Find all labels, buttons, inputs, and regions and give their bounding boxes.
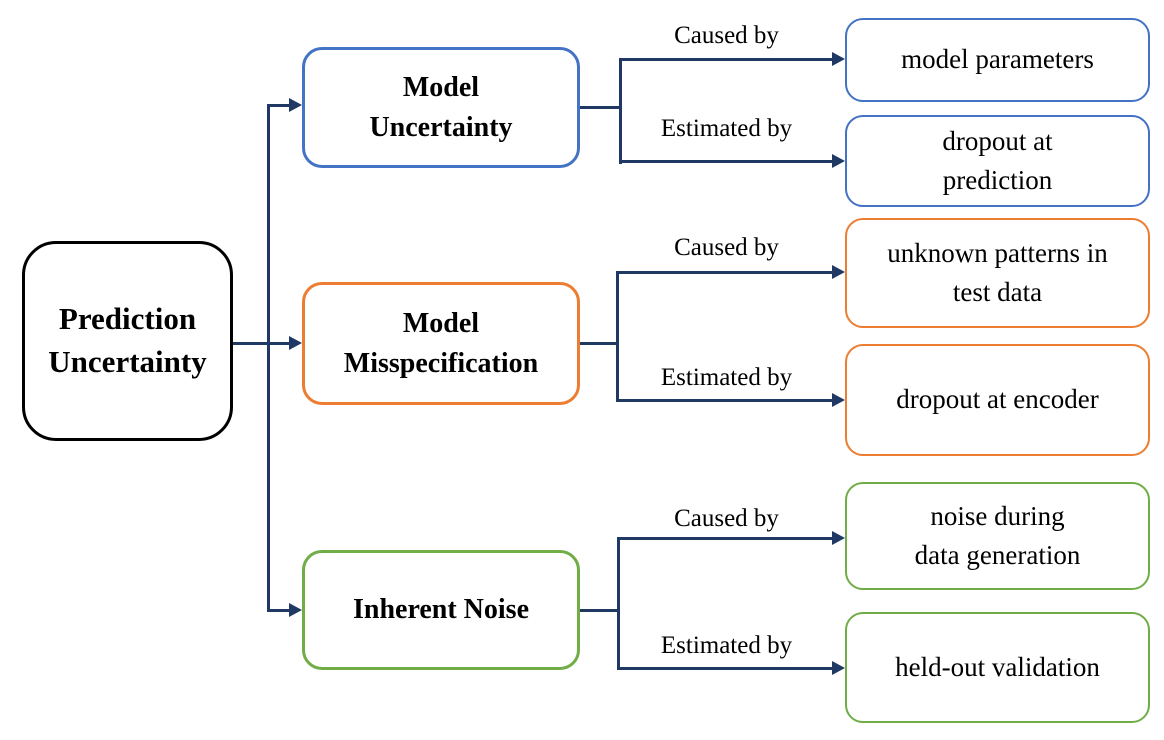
leaf-node-dropout-at-encoder: dropout at encoder [845,344,1150,456]
branch2-caused-arrow-line [615,270,833,274]
edge-label-estimated-by-1: Estimated by [660,115,793,142]
arrowhead-icon [832,393,845,407]
category-node-model-misspecification: Model Misspecification [302,282,580,405]
arrowhead-icon [832,661,845,675]
arrowhead-icon [289,603,302,617]
leaf-node-held-out-validation: held-out validation [845,612,1150,723]
trunk-arrow-line-model-misspecification [267,341,289,345]
branch2-stub-line [580,341,618,345]
branch1-estimated-arrow-line [618,159,833,163]
branch1-stub-line [580,105,620,109]
leaf-node-unknown-patterns: unknown patterns in test data [845,218,1150,328]
leaf-node-noise-during-data-generation: noise during data generation [845,482,1150,590]
branch3-estimated-arrow-line [616,666,833,670]
leaf-node-model-parameters: model parameters [845,18,1150,102]
branch3-stub-line [580,608,620,612]
branch1-caused-arrow-line [618,57,833,61]
arrowhead-icon [832,531,845,545]
edge-label-caused-by-2: Caused by [674,234,779,261]
branch2-split-line [615,270,619,402]
edge-label-caused-by-3: Caused by [674,505,779,532]
branch3-split-line [616,536,620,670]
edge-label-caused-by-1: Caused by [674,22,779,49]
branch2-estimated-arrow-line [615,398,833,402]
trunk-horizontal-line [233,341,270,345]
arrowhead-icon [832,52,845,66]
arrowhead-icon [289,336,302,350]
arrowhead-icon [832,265,845,279]
category-node-model-uncertainty: Model Uncertainty [302,47,580,168]
arrowhead-icon [832,154,845,168]
leaf-node-dropout-at-prediction: dropout at prediction [845,115,1150,207]
root-node-prediction-uncertainty: Prediction Uncertainty [22,241,233,441]
branch3-caused-arrow-line [616,536,833,540]
category-node-inherent-noise: Inherent Noise [302,550,580,670]
arrowhead-icon [289,98,302,112]
edge-label-estimated-by-3: Estimated by [660,632,793,659]
trunk-vertical-line [267,103,270,611]
branch1-split-line [618,57,622,164]
trunk-arrow-line-model-uncertainty [267,103,289,107]
edge-label-estimated-by-2: Estimated by [660,364,793,391]
trunk-arrow-line-inherent-noise [267,608,289,612]
